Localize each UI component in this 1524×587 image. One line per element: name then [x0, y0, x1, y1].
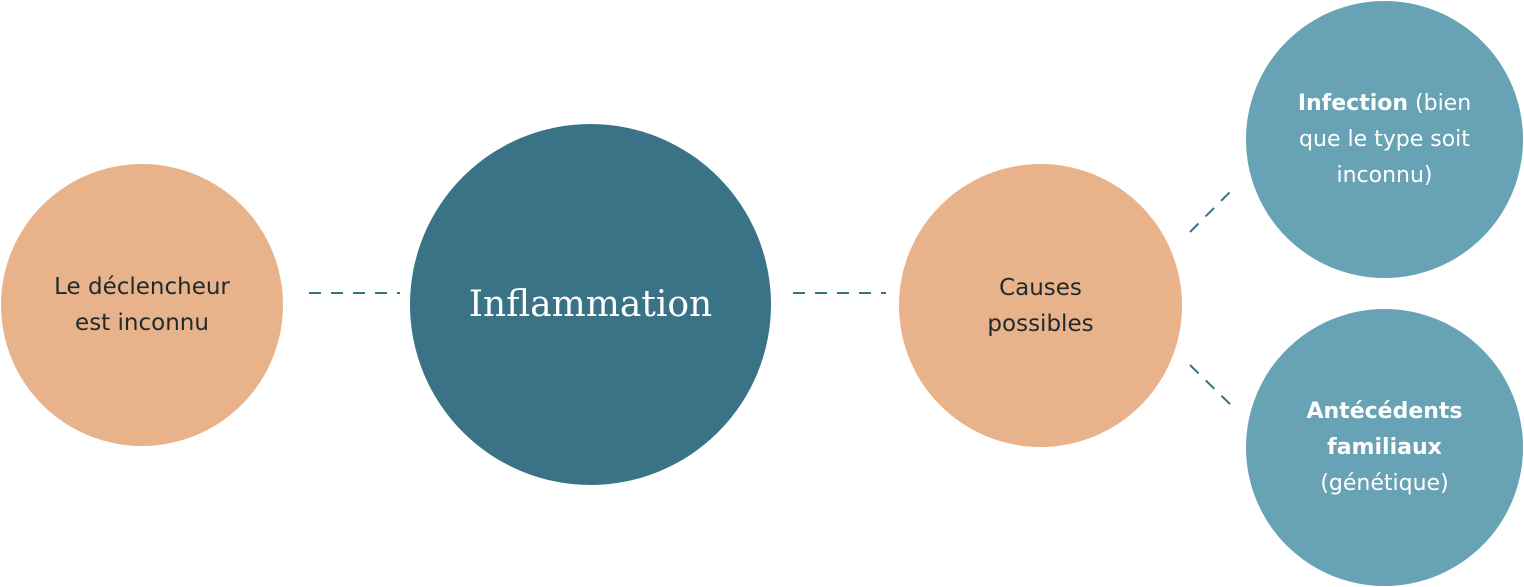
causes-line-1: Causes [999, 274, 1082, 301]
node-unknown-trigger-label: Le déclencheur est inconnu [54, 269, 230, 341]
node-possible-causes-label: Causes possibles [987, 270, 1093, 342]
antecedents-line-2: familiaux [1327, 434, 1442, 460]
infection-line-1: Infection (bien [1298, 86, 1471, 122]
connector-causes-antecedents [1189, 364, 1235, 409]
trigger-line-1: Le déclencheur [54, 274, 230, 300]
trigger-line-2: est inconnu [75, 310, 209, 336]
infection-bold: Infection [1297, 90, 1409, 116]
infection-line-3: inconnu) [1336, 162, 1433, 188]
node-possible-causes: Causes possibles [899, 164, 1182, 447]
inflammation-label: Inflammation [468, 284, 713, 325]
node-unknown-trigger: Le déclencheur est inconnu [1, 164, 283, 446]
antecedents-line-1: Antécédents [1306, 398, 1463, 424]
causes-line-2: possibles [987, 310, 1094, 337]
node-infection: Infection (bien que le type soit inconnu… [1246, 1, 1523, 278]
antecedents-line-3: (génétique) [1320, 470, 1449, 496]
infection-rest-1: (bien [1408, 90, 1472, 116]
connector-causes-infection [1189, 187, 1235, 233]
infection-line-2: que le type soit [1299, 126, 1470, 152]
node-inflammation: Inflammation [410, 124, 771, 485]
node-family-history: Antécédents familiaux (génétique) [1246, 309, 1523, 586]
node-family-history-label: Antécédents familiaux (génétique) [1306, 394, 1462, 502]
node-infection-label: Infection (bien que le type soit inconnu… [1298, 86, 1471, 194]
